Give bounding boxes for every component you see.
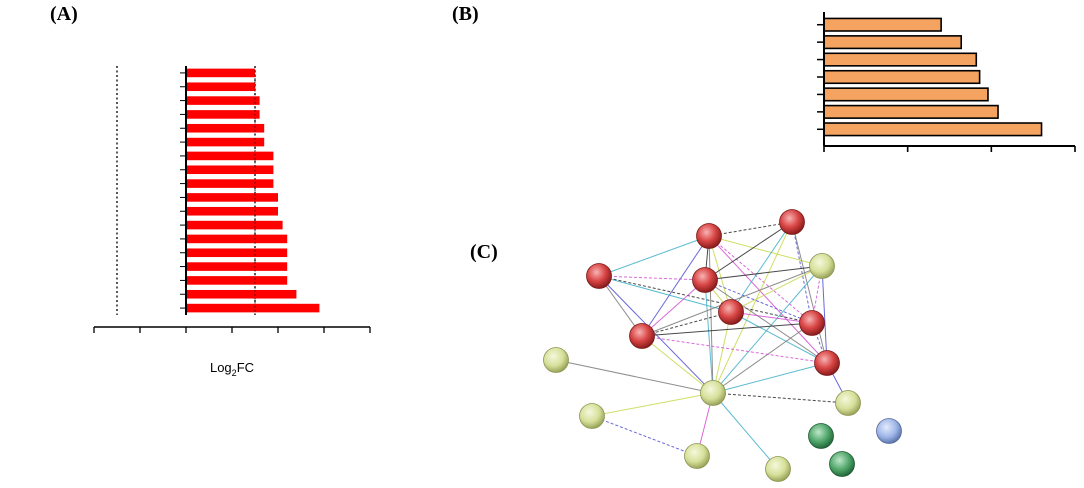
bar-CCL4L1 bbox=[186, 289, 297, 299]
node-CCR7 bbox=[799, 310, 825, 336]
edge-TNFAIP6-IL8 bbox=[598, 275, 732, 313]
bar-MARCKS bbox=[186, 96, 260, 105]
chart-b-go-terms bbox=[817, 12, 1076, 152]
node-TNFAIP6 bbox=[586, 263, 612, 289]
bar-CCL4L2 bbox=[186, 262, 288, 271]
panel-label-c: (C) bbox=[470, 241, 498, 263]
bar-IL1B bbox=[186, 303, 320, 313]
node-MCOLN2 bbox=[876, 418, 902, 444]
edge-IL8-PTGS2 bbox=[641, 311, 732, 337]
edge-CCL4L2-TNF bbox=[712, 221, 793, 394]
node-SLC2A6 bbox=[829, 451, 855, 477]
x-axis-label-main: Log bbox=[210, 360, 232, 375]
node-CCL3L1 bbox=[835, 390, 861, 416]
edge-PTGS2-CCL3 bbox=[641, 335, 828, 364]
edge-CCL5-PTGS2 bbox=[641, 235, 710, 337]
edge-CCL4L2-CCL3 bbox=[791, 221, 828, 364]
bar-BIRC3 bbox=[186, 123, 265, 133]
bar-MCOLN2 bbox=[186, 68, 255, 78]
term-bar-1 bbox=[823, 35, 963, 50]
node-MARCKS bbox=[808, 423, 834, 449]
node-IER3 bbox=[579, 403, 605, 429]
edge-IER3-BIRC3 bbox=[591, 415, 698, 457]
node-CCL5 bbox=[696, 223, 722, 249]
node-CCL4L1 bbox=[809, 253, 835, 279]
edge-IL1B-PTGS2 bbox=[641, 279, 706, 337]
panel-label-b: (B) bbox=[452, 3, 479, 25]
bar-CCL3 bbox=[186, 276, 288, 285]
edge-CCL4L1-IL8 bbox=[730, 265, 823, 313]
edge-TNF-IER3 bbox=[591, 392, 714, 417]
x-axis-label: Log2FC bbox=[210, 360, 254, 378]
node-SERPINB2 bbox=[543, 347, 569, 373]
edge-CCL4L1-CCL3 bbox=[821, 265, 828, 364]
term-bar-4 bbox=[823, 87, 989, 102]
bar-CCL3L1 bbox=[186, 234, 288, 244]
edge-IL8-CCR7 bbox=[730, 311, 813, 324]
bar-CCL5 bbox=[186, 165, 274, 175]
edge-CCL5-TNFAIP6 bbox=[598, 235, 710, 277]
node-BIRC3 bbox=[684, 443, 710, 469]
edge-CCL4L2-IL1B bbox=[704, 221, 793, 281]
edge-CCL5-TNF bbox=[708, 235, 714, 394]
edge-CCL5-CCL3 bbox=[708, 235, 828, 364]
bar-TNF bbox=[186, 193, 278, 202]
term-bar-0 bbox=[823, 17, 942, 32]
node-TNF bbox=[700, 380, 726, 406]
edge-CCR7-TNF bbox=[712, 322, 813, 394]
edge-CCL4L2-CCR7 bbox=[791, 221, 813, 324]
edge-TNF-CCL3L3 bbox=[712, 392, 779, 470]
term-bar-3 bbox=[823, 69, 981, 85]
bar-CCR7 bbox=[186, 110, 260, 119]
edge-IL8-CCL3 bbox=[730, 311, 828, 364]
chart-a-log2fc: Log2FC bbox=[93, 66, 371, 378]
edge-CCL5-CCL4L2 bbox=[708, 221, 793, 237]
edge-PTGS2-TNF bbox=[641, 335, 714, 394]
panel-label-a: (A) bbox=[50, 3, 78, 25]
edge-CCL4L1-TNF bbox=[712, 265, 823, 394]
edge-CCL5-CCR7 bbox=[708, 235, 813, 324]
edge-CCL5-IL8 bbox=[708, 235, 732, 313]
edge-TNFAIP6-CCR7 bbox=[598, 275, 813, 324]
network-nodes bbox=[543, 209, 902, 482]
term-bar-2 bbox=[823, 52, 978, 67]
edge-CCL5-CCL4L1 bbox=[708, 235, 823, 267]
node-CCL3L3 bbox=[765, 456, 791, 482]
bar-CXCL8 bbox=[186, 220, 283, 230]
bar-SERPINB2 bbox=[186, 151, 274, 161]
x-axis-label-suffix: FC bbox=[237, 360, 254, 375]
edge-TNF-CCL3L1 bbox=[712, 392, 849, 404]
bar-PTGS2 bbox=[186, 206, 278, 216]
bar-SLC2A6 bbox=[186, 137, 265, 147]
edge-TNFAIP6-IL1B bbox=[598, 275, 706, 281]
node-PTGS2 bbox=[629, 323, 655, 349]
bar-CCL3L3 bbox=[186, 179, 274, 188]
edge-SERPINB2-TNF bbox=[555, 359, 714, 394]
node-CCL3 bbox=[814, 350, 840, 376]
edge-IL1B-CCL3 bbox=[704, 279, 828, 364]
edge-IL8-TNF bbox=[712, 311, 732, 394]
term-bar-5 bbox=[823, 104, 999, 119]
edge-CCL3-TNF bbox=[712, 362, 828, 394]
network-edges bbox=[555, 221, 849, 470]
edge-IL1B-CCR7 bbox=[704, 279, 813, 324]
node-IL1B bbox=[692, 267, 718, 293]
term-bar-6 bbox=[823, 122, 1043, 137]
edge-CCR7-PTGS2 bbox=[641, 322, 813, 337]
x-axis-label-sub: 2 bbox=[232, 368, 237, 378]
edge-IL1B-CCL4L1 bbox=[704, 265, 823, 281]
edge-IL1B-TNF bbox=[704, 279, 714, 394]
node-CCL4L2 bbox=[779, 209, 805, 235]
bar-TNFAIP6 bbox=[186, 248, 288, 258]
node-IL8 bbox=[718, 299, 744, 325]
bar-IER3 bbox=[186, 82, 255, 92]
